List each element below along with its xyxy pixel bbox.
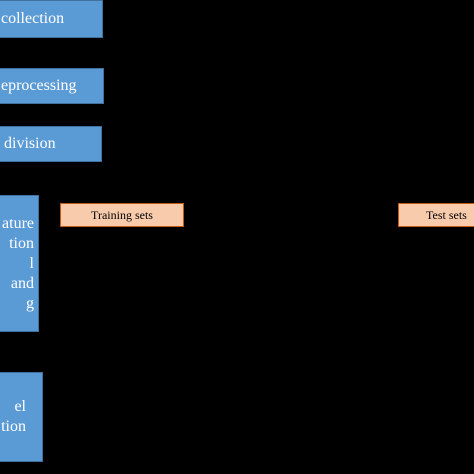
feature-step-line-3: l [29,254,34,272]
preprocessing-step: eprocessing [0,68,104,104]
data-collection-step: collection [0,0,103,38]
feature-and-model-step: ature tion l and g [0,195,39,332]
model-evaluation-step: el tion [0,372,43,462]
division-step: division [0,126,102,162]
evaluation-step-line-1: el [14,398,26,415]
feature-step-line-2: tion [9,234,34,252]
feature-step-line-1: ature [2,214,34,232]
test-sets-box: Test sets [398,203,474,227]
training-sets-box: Training sets [60,203,184,227]
evaluation-step-line-2: tion [1,418,26,435]
data-collection-label: collection [1,10,65,27]
preprocessing-label: eprocessing [1,77,77,94]
feature-step-line-4: and [10,274,34,292]
feature-step-line-5: g [26,294,34,312]
division-label: division [4,135,56,152]
